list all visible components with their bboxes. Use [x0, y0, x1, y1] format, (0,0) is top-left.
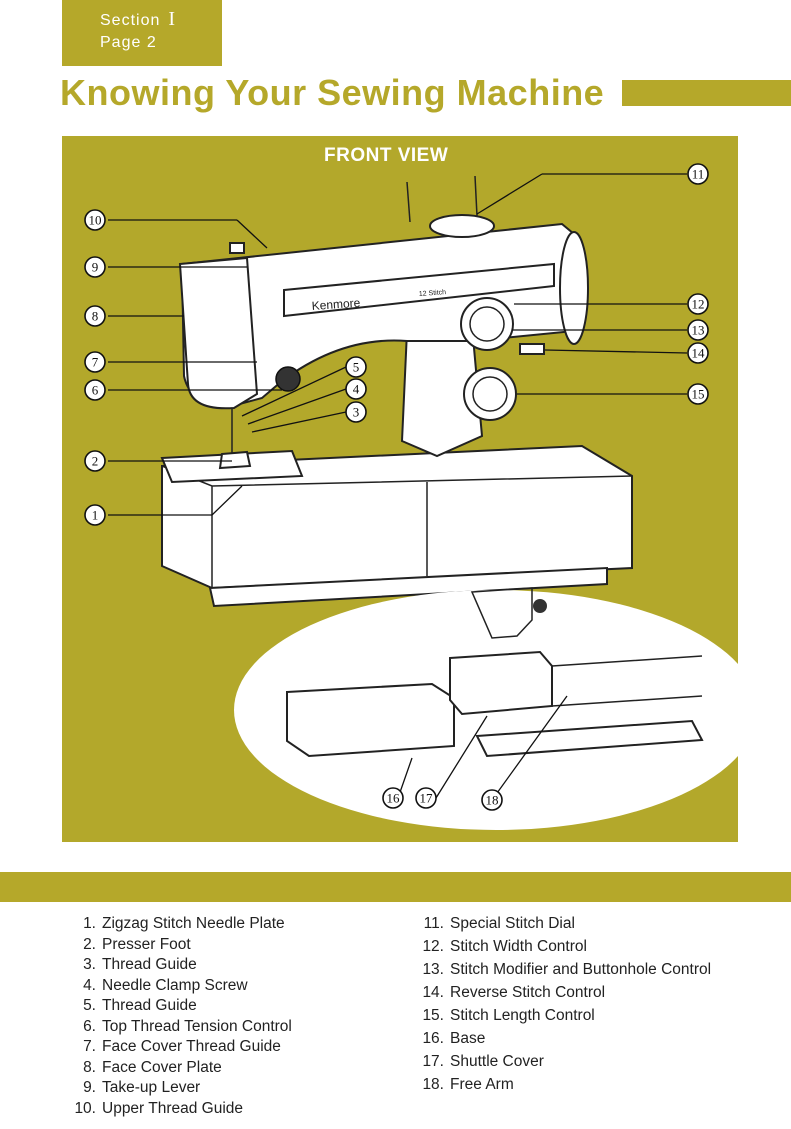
list-item: 5.Thread Guide: [83, 997, 197, 1014]
list-item: 16.Base: [422, 1030, 486, 1047]
callout-9: 9: [84, 256, 106, 278]
base-foot: [208, 566, 608, 608]
svg-text:7: 7: [92, 355, 99, 370]
tension-knob: [275, 366, 301, 392]
svg-text:6: 6: [92, 383, 99, 398]
callout-6: 6: [84, 379, 106, 401]
svg-text:5: 5: [353, 360, 360, 375]
figure-caption: FRONT VIEW: [324, 145, 449, 166]
list-item: 1.Zigzag Stitch Needle Plate: [83, 915, 285, 932]
callout-7: 7: [84, 351, 106, 373]
sewing-machine-illustration: Kenmore 12 Stitch: [84, 163, 738, 830]
spool-pin-left: [406, 181, 411, 223]
callout-14: 14: [687, 342, 709, 364]
svg-text:4: 4: [353, 382, 360, 397]
stitch-width-dial-inner: [469, 306, 505, 342]
list-item: 11.Special Stitch Dial: [423, 915, 575, 932]
list-item: 10.Upper Thread Guide: [74, 1099, 244, 1117]
presser-foot: [218, 450, 252, 470]
section-label: Section: [100, 12, 161, 29]
divider-band: [0, 872, 791, 902]
list-item: 17.Shuttle Cover: [422, 1053, 544, 1070]
inset-base: [286, 682, 455, 758]
machine-base: [161, 444, 633, 590]
face-cover: [178, 256, 259, 410]
callout-17: 17: [415, 787, 437, 809]
handwheel: [559, 231, 589, 345]
stitch-length-dial: [463, 367, 517, 421]
list-item: 7.Face Cover Thread Guide: [83, 1038, 281, 1055]
stitch-length-dial-inner: [472, 376, 508, 412]
list-item: 14.Reverse Stitch Control: [422, 984, 606, 1001]
svg-text:10: 10: [89, 213, 102, 228]
parts-list-left: 1.Zigzag Stitch Needle Plate 2.Presser F…: [60, 914, 292, 1119]
section-numeral: I: [168, 8, 177, 30]
svg-text:3: 3: [353, 405, 360, 420]
stitch-width-dial: [460, 297, 514, 351]
callout-12: 12: [687, 293, 709, 315]
page-label: Page 2: [100, 34, 157, 51]
leader-lines: [108, 173, 688, 801]
list-item: 6.Top Thread Tension Control: [83, 1017, 292, 1035]
spool-pin-right: [474, 175, 478, 217]
svg-text:13: 13: [692, 323, 705, 338]
svg-text:17: 17: [420, 791, 434, 806]
callout-3: 3: [345, 401, 367, 423]
callout-16: 16: [382, 787, 404, 809]
list-item: 15.Stitch Length Control: [422, 1007, 595, 1024]
inset-needle-head: [470, 587, 533, 639]
callout-11: 11: [687, 163, 709, 185]
thread-guide-top: [229, 242, 245, 254]
list-item: 18.Free Arm: [422, 1076, 514, 1093]
callout-4: 4: [345, 378, 367, 400]
svg-text:12: 12: [692, 297, 705, 312]
svg-text:15: 15: [692, 387, 705, 402]
callout-15: 15: [687, 383, 709, 405]
inset-knob: [533, 599, 547, 613]
callout-18: 18: [481, 789, 503, 811]
svg-text:18: 18: [486, 793, 499, 808]
nameplate: [283, 262, 555, 318]
section-tab: Section I Page 2: [62, 0, 222, 66]
list-item: 2.Presser Foot: [83, 935, 191, 953]
callout-13: 13: [687, 319, 709, 341]
svg-text:9: 9: [92, 260, 99, 275]
svg-text:8: 8: [92, 309, 99, 324]
brand-text: Kenmore: [311, 296, 361, 313]
callout-1: 1: [84, 504, 106, 526]
svg-text:1: 1: [92, 508, 99, 523]
top-dial: [429, 214, 495, 238]
list-item: 9.Take-up Lever: [83, 1079, 201, 1096]
list-item: 8.Face Cover Plate: [83, 1058, 222, 1076]
reverse-button: [519, 343, 545, 355]
list-item: 4.Needle Clamp Screw: [83, 976, 248, 994]
callout-5: 5: [345, 356, 367, 378]
inset-free-arm-bed: [449, 650, 553, 716]
callout-10: 10: [84, 209, 106, 231]
list-item: 13.Stitch Modifier and Buttonhole Contro…: [422, 961, 712, 978]
callout-8: 8: [84, 305, 106, 327]
svg-text:16: 16: [387, 791, 401, 806]
svg-text:11: 11: [692, 167, 705, 182]
parts-list-right: 11.Special Stitch Dial 12.Stitch Width C…: [408, 914, 720, 1098]
inset-shuttle-cover: [475, 719, 704, 758]
inset-free-arm: [551, 655, 703, 707]
title-rule: [622, 80, 791, 106]
callout-2: 2: [84, 450, 106, 472]
list-item: 12.Stitch Width Control: [422, 938, 587, 955]
svg-text:14: 14: [692, 346, 706, 361]
model-text: 12 Stitch: [419, 289, 447, 298]
list-item: 3.Thread Guide: [83, 956, 197, 973]
page-title: Knowing Your Sewing Machine: [60, 72, 605, 113]
svg-text:2: 2: [92, 454, 99, 469]
figure-panel: Kenmore 12 Stitch: [62, 136, 738, 842]
